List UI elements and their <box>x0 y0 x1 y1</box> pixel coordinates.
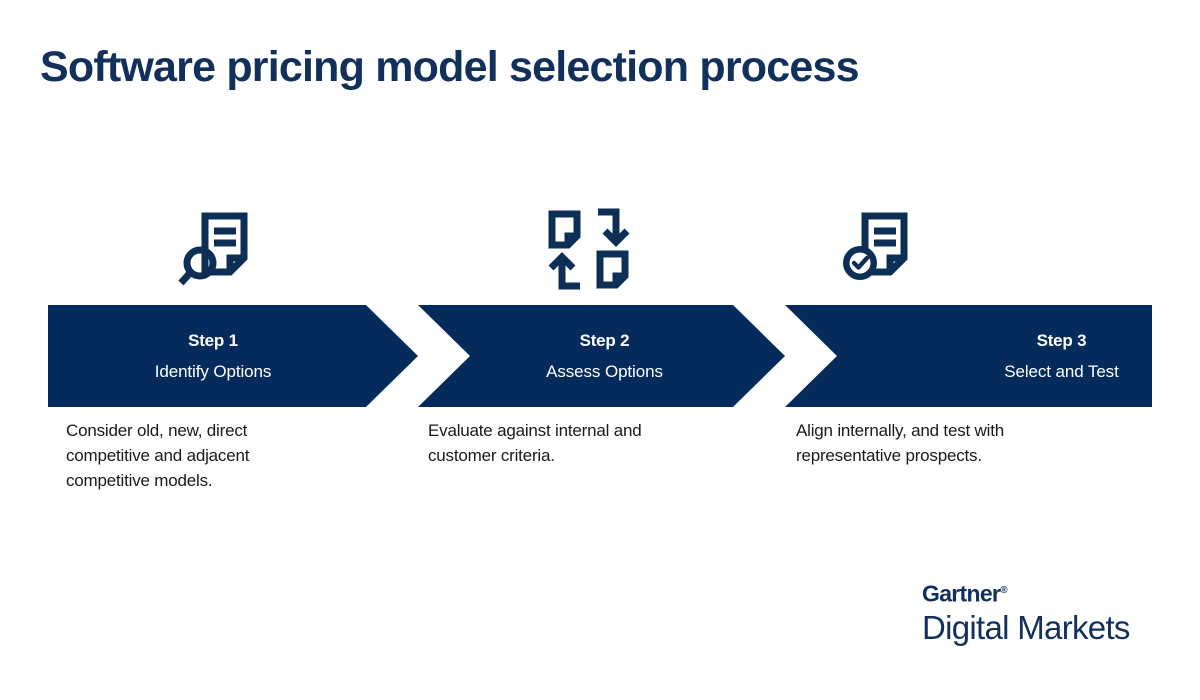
document-compare-arrows-icon <box>418 204 785 294</box>
gartner-digital-markets-logo: Gartner® Digital Markets <box>922 578 1154 647</box>
step-label: Step 2 <box>579 330 630 350</box>
step-banner-1: Step 1 Identify Options <box>48 305 418 407</box>
process-step-3: Step 3 Select and Test Align internally,… <box>785 200 1152 465</box>
page-title: Software pricing model selection process <box>40 43 859 91</box>
logo-product: Digital Markets <box>922 608 1130 646</box>
document-magnifier-icon <box>48 204 418 294</box>
logo-brand: Gartner® <box>922 578 1008 607</box>
step-name: Identify Options <box>154 361 272 381</box>
step-banner-3: Step 3 Select and Test <box>785 305 1152 407</box>
step-caption: Consider old, new, direct competitive an… <box>66 421 250 490</box>
step-name: Select and Test <box>1004 361 1119 381</box>
document-check-icon <box>785 204 1152 294</box>
step-name: Assess Options <box>546 361 663 381</box>
registered-trademark-icon: ® <box>1000 585 1008 596</box>
process-step-2: Step 2 Assess Options Evaluate against i… <box>418 200 785 465</box>
step-caption: Align internally, and test with represen… <box>796 421 1004 465</box>
process-flow: Step 1 Identify Options Consider old, ne… <box>0 200 1200 490</box>
step-caption: Evaluate against internal and customer c… <box>428 421 642 465</box>
logo-brand-text: Gartner <box>922 580 1001 607</box>
step-label: Step 3 <box>1036 330 1087 350</box>
step-label: Step 1 <box>188 330 238 350</box>
process-step-1: Step 1 Identify Options Consider old, ne… <box>48 200 418 490</box>
step-banner-2: Step 2 Assess Options <box>418 305 785 407</box>
